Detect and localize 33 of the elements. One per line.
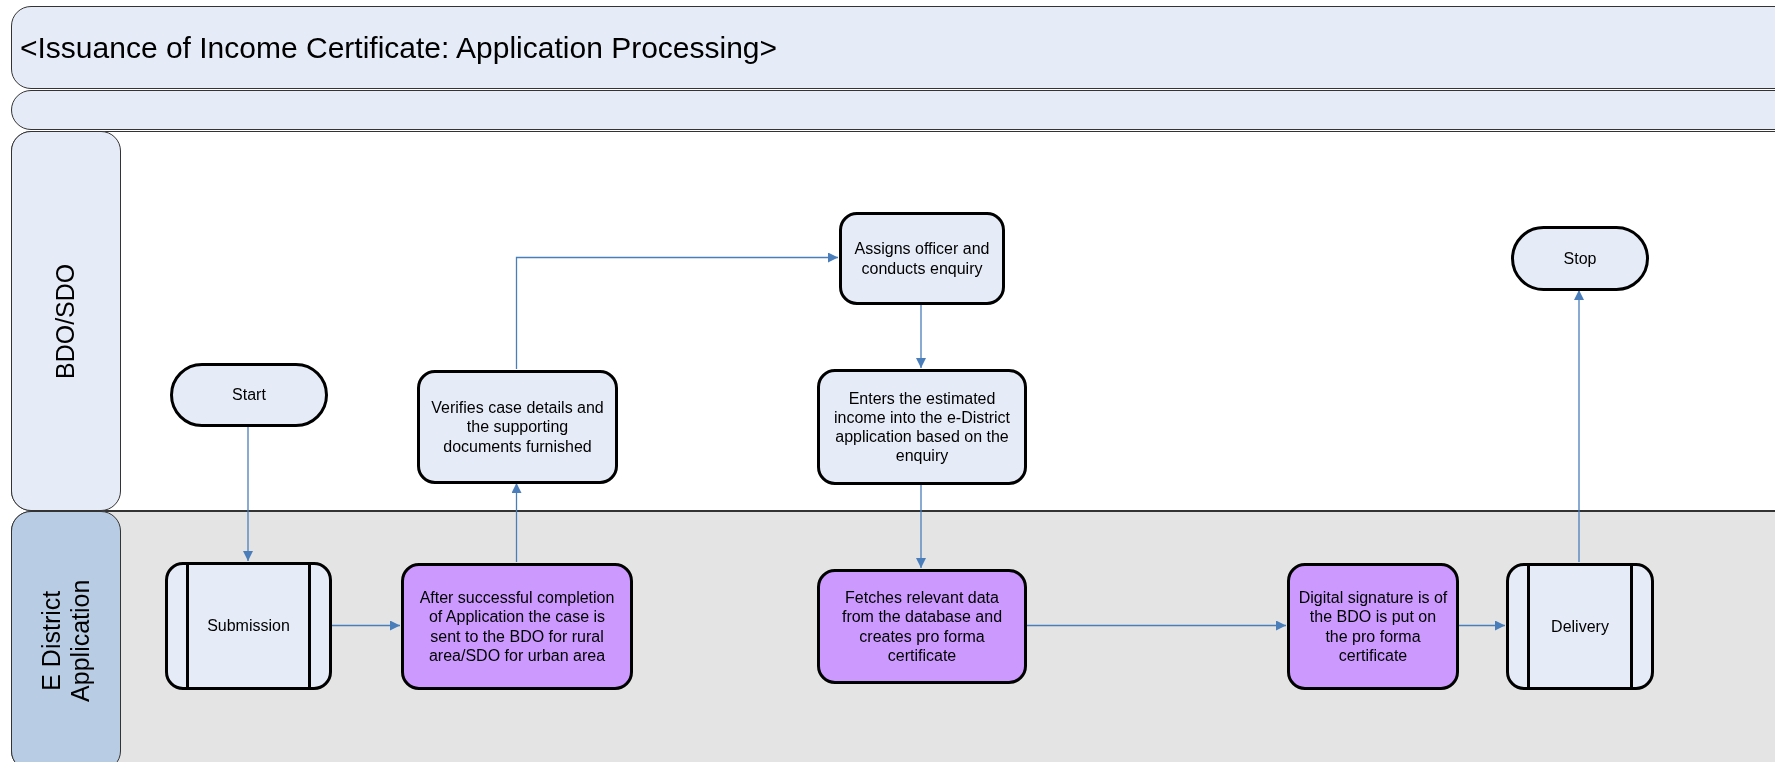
node-text: Submission [207, 616, 290, 636]
arrow [1025, 620, 1287, 631]
predefined-process-box [1506, 563, 1654, 690]
arrow [330, 620, 401, 631]
predefined-process-box [165, 562, 332, 690]
arrow [243, 425, 253, 562]
process-box [401, 563, 633, 690]
node-text: After successful completion of Application the case is sent to the BDO for rural area/SDO for urban area [418, 588, 616, 665]
arrow [916, 483, 926, 569]
arrow [515, 252, 839, 370]
lane-label: BDO/SDO [51, 263, 81, 379]
lane-label: E District Application [37, 579, 95, 703]
swimlane [11, 511, 1775, 762]
process-box [817, 369, 1027, 485]
node-text: Enters the estimated income into the e-District application based on the enquiry [832, 388, 1012, 466]
diagram-title: <Issuance of Income Certificate: Application Processing> [20, 30, 778, 65]
process-box [1287, 563, 1459, 690]
arrow [916, 303, 926, 369]
terminal-box [170, 363, 328, 427]
process-box [817, 569, 1027, 684]
process-box [417, 370, 618, 484]
node-text: Assigns officer and conducts enquiry [853, 239, 991, 278]
node-text: Verifies case details and the supporting documents furnished [430, 398, 605, 456]
node-text: Digital signature is of the BDO is put on the pro forma certificate [1298, 588, 1448, 665]
arrow [511, 482, 522, 563]
node-text: Delivery [1551, 616, 1609, 637]
process-box [839, 212, 1005, 305]
arrow [1457, 620, 1506, 631]
arrow [1574, 289, 1584, 563]
node-text: Start [232, 385, 266, 405]
node-text: Stop [1563, 248, 1597, 269]
node-text: Fetches relevant data from the database and creates pro forma certificate [840, 588, 1004, 665]
swimlane [11, 131, 1775, 511]
